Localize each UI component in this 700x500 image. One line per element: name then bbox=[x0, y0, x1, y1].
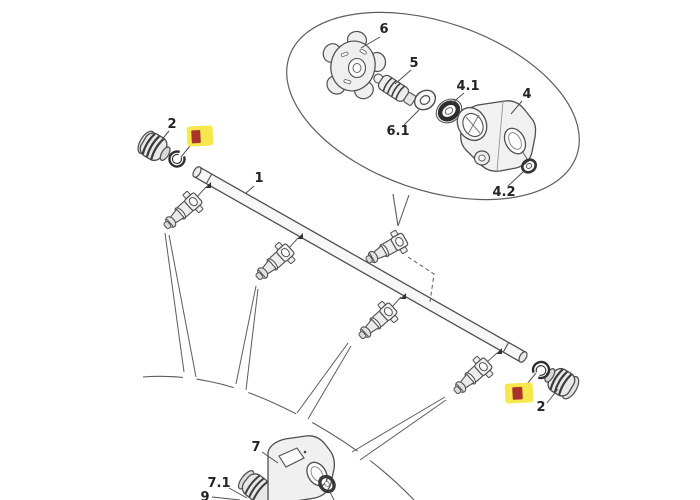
highlight-hotspot[interactable] bbox=[512, 386, 523, 400]
label-part4-2: 4.2 bbox=[492, 185, 515, 200]
label-part7-1: 7.1 bbox=[207, 476, 230, 491]
ring-4-2 bbox=[521, 158, 537, 174]
highlight-hotspot[interactable] bbox=[191, 130, 201, 144]
label-part4-1: 4.1 bbox=[456, 79, 479, 94]
hand-knob-6 bbox=[322, 30, 387, 100]
tube-port-nub bbox=[297, 233, 303, 239]
label-part4: 4 bbox=[522, 87, 531, 102]
snap-ring-right bbox=[531, 360, 551, 380]
nozzle-holder-detail bbox=[237, 435, 336, 500]
tube-port-nub bbox=[400, 293, 406, 299]
highlight-marker-right[interactable] bbox=[504, 382, 534, 404]
tube-port-nub bbox=[496, 348, 502, 354]
snap-ring-left bbox=[168, 150, 186, 168]
highlight-marker-left[interactable] bbox=[186, 125, 214, 147]
nozzle-seal-9 bbox=[318, 474, 336, 500]
label-part6: 6 bbox=[379, 22, 388, 37]
valve-body-4 bbox=[456, 100, 537, 172]
nozzle-body-7 bbox=[267, 435, 336, 500]
label-part6-1: 6.1 bbox=[386, 124, 409, 139]
label-part1: 1 bbox=[254, 171, 263, 186]
label-part9: 9 bbox=[200, 490, 209, 500]
bottom-detail-circle bbox=[142, 375, 415, 500]
detail-balloon bbox=[286, 11, 580, 228]
part-labels: 1 2 2 4 4.1 4.2 5 6 6.1 7 7.1 9 bbox=[167, 22, 545, 500]
nozzle-cap-7-1 bbox=[237, 470, 275, 500]
plunger-5 bbox=[373, 73, 417, 106]
washer-6-1 bbox=[413, 89, 437, 111]
leader-lines bbox=[159, 36, 559, 500]
boom-tube bbox=[192, 166, 528, 363]
fan-pointers bbox=[164, 232, 447, 466]
end-cap-right bbox=[544, 367, 580, 400]
tube-port-nub bbox=[205, 182, 211, 188]
label-part2-right: 2 bbox=[536, 400, 545, 415]
label-part5: 5 bbox=[409, 56, 418, 71]
label-part7: 7 bbox=[251, 440, 260, 455]
mounting-position-dashed-line bbox=[407, 256, 435, 303]
seal-ring-4-1 bbox=[435, 98, 463, 124]
end-cap-left bbox=[137, 130, 171, 162]
label-part2-left: 2 bbox=[167, 117, 176, 132]
nozzle-assemblies bbox=[156, 186, 498, 402]
